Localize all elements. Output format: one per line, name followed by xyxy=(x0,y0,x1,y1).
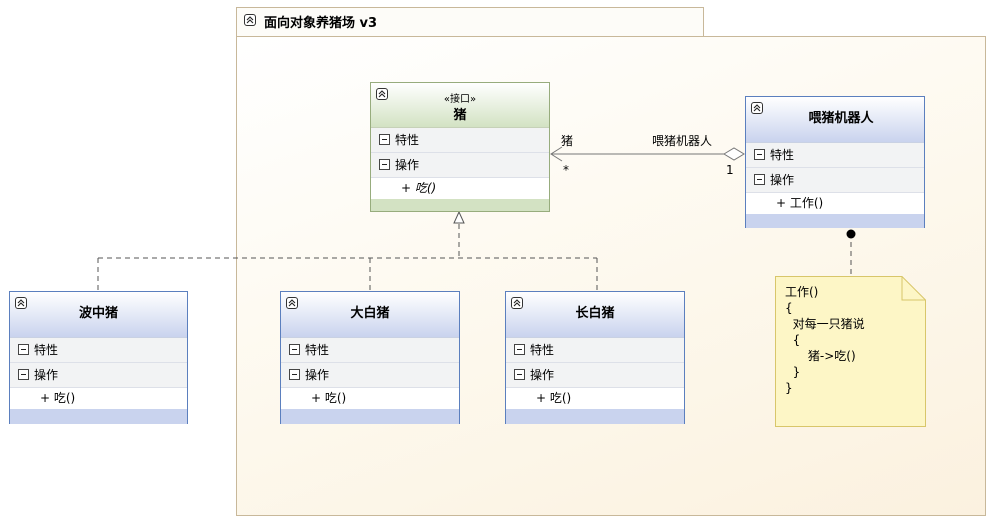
collapse-minus-icon[interactable] xyxy=(379,134,390,145)
attributes-compartment[interactable]: 特性 xyxy=(281,338,459,363)
operations-label: 操作 xyxy=(305,368,330,382)
collapse-icon[interactable] xyxy=(511,297,523,309)
collapse-icon[interactable] xyxy=(751,102,763,114)
association-arrowhead xyxy=(550,146,563,162)
interface-name: 猪 xyxy=(453,108,467,123)
operation-work[interactable]: + 工作() xyxy=(746,193,924,214)
comment-note[interactable] xyxy=(775,276,926,427)
attributes-compartment[interactable]: 特性 xyxy=(506,338,684,363)
association-pig-role: 猪 xyxy=(561,134,574,148)
collapse-minus-icon[interactable] xyxy=(289,369,300,380)
association-robot-multiplicity: 1 xyxy=(726,163,734,177)
operations-label: 操作 xyxy=(770,173,795,187)
generalization-arrowhead xyxy=(453,210,465,224)
operation-eat[interactable]: + 吃() xyxy=(506,388,684,409)
operations-compartment[interactable]: 操作 xyxy=(10,363,187,388)
class-name: 波中猪 xyxy=(78,306,118,321)
package-collapse-icon[interactable] xyxy=(244,14,256,26)
association-robot-role: 喂猪机器人 xyxy=(652,134,713,148)
collapse-minus-icon[interactable] xyxy=(754,149,765,160)
aggregation-diamond xyxy=(723,147,745,161)
collapse-icon[interactable] xyxy=(286,297,298,309)
attributes-label: 特性 xyxy=(34,343,59,357)
class-name: 大白猪 xyxy=(350,306,390,321)
collapse-icon[interactable] xyxy=(15,297,27,309)
note-anchor-dot xyxy=(846,229,856,239)
collapse-minus-icon[interactable] xyxy=(379,159,390,170)
class-changbai-pig[interactable]: 长白猪 特性 操作 + 吃() xyxy=(505,291,685,424)
attributes-label: 特性 xyxy=(770,148,795,162)
class-dabai-pig[interactable]: 大白猪 特性 操作 + 吃() xyxy=(280,291,460,424)
collapse-minus-icon[interactable] xyxy=(514,369,525,380)
collapse-minus-icon[interactable] xyxy=(18,344,29,355)
association-pig-multiplicity: * xyxy=(563,163,569,177)
attributes-compartment[interactable]: 特性 xyxy=(371,128,549,153)
class-bozhong-pig[interactable]: 波中猪 特性 操作 + 吃() xyxy=(9,291,188,424)
operations-label: 操作 xyxy=(530,368,555,382)
note-text: 工作() { 对每一只猪说 { 猪->吃() } } xyxy=(785,285,865,395)
operations-label: 操作 xyxy=(395,158,420,172)
attributes-label: 特性 xyxy=(305,343,330,357)
class-feeding-robot[interactable]: 喂猪机器人 特性 操作 + 工作() xyxy=(745,96,925,228)
class-name: 长白猪 xyxy=(575,306,615,321)
collapse-minus-icon[interactable] xyxy=(18,369,29,380)
collapse-minus-icon[interactable] xyxy=(289,344,300,355)
attributes-compartment[interactable]: 特性 xyxy=(746,143,924,168)
operations-compartment[interactable]: 操作 xyxy=(746,168,924,193)
attributes-label: 特性 xyxy=(395,133,420,147)
collapse-icon[interactable] xyxy=(376,88,388,100)
operation-eat[interactable]: + 吃() xyxy=(371,178,549,199)
attributes-compartment[interactable]: 特性 xyxy=(10,338,187,363)
attributes-label: 特性 xyxy=(530,343,555,357)
package-tab[interactable] xyxy=(236,7,704,37)
operations-compartment[interactable]: 操作 xyxy=(506,363,684,388)
package-title: 面向对象养猪场 v3 xyxy=(264,16,378,31)
class-name: 喂猪机器人 xyxy=(808,111,874,126)
collapse-minus-icon[interactable] xyxy=(754,174,765,185)
operations-compartment[interactable]: 操作 xyxy=(281,363,459,388)
collapse-minus-icon[interactable] xyxy=(514,344,525,355)
operations-compartment[interactable]: 操作 xyxy=(371,153,549,178)
operation-eat[interactable]: + 吃() xyxy=(281,388,459,409)
operations-label: 操作 xyxy=(34,368,59,382)
interface-stereotype: «接口» xyxy=(443,94,477,105)
operation-eat[interactable]: + 吃() xyxy=(10,388,187,409)
interface-pig[interactable]: «接口» 猪 特性 操作 + 吃() xyxy=(370,82,550,212)
